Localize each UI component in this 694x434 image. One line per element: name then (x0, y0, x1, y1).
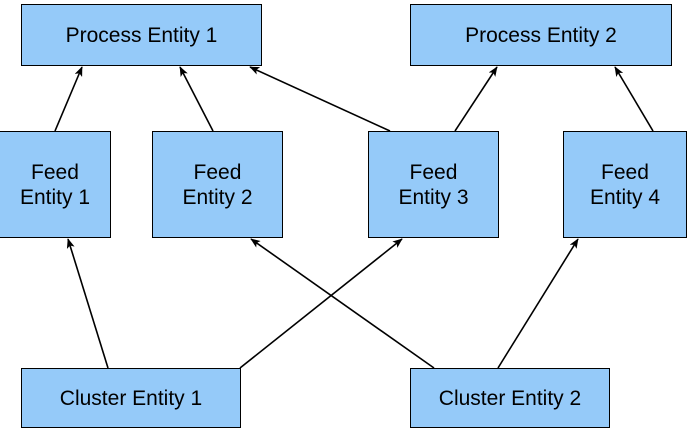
node-feed-entity-2[interactable]: Feed Entity 2 (152, 131, 283, 238)
node-label: Feed Entity 1 (19, 160, 91, 209)
edge-cluster2-feed4 (497, 238, 579, 369)
node-label: Cluster Entity 2 (438, 386, 582, 410)
node-label: Process Entity 1 (65, 23, 218, 47)
edge-feed3-process1 (249, 66, 391, 132)
node-process-entity-2[interactable]: Process Entity 2 (410, 4, 672, 66)
node-feed-entity-1[interactable]: Feed Entity 1 (0, 131, 111, 238)
node-label: Feed Entity 2 (182, 160, 253, 209)
node-label: Feed Entity 3 (398, 160, 469, 209)
node-cluster-entity-2[interactable]: Cluster Entity 2 (410, 368, 610, 428)
edge-cluster1-feed1 (66, 238, 109, 369)
edge-feed4-process2 (614, 66, 654, 132)
edge-cluster2-feed2 (250, 238, 435, 369)
node-process-entity-1[interactable]: Process Entity 1 (21, 4, 262, 66)
edge-feed2-process1 (179, 66, 214, 132)
node-label: Process Entity 2 (465, 23, 617, 47)
edge-feed3-process2 (454, 66, 498, 132)
node-label: Cluster Entity 1 (59, 386, 203, 410)
node-feed-entity-4[interactable]: Feed Entity 4 (563, 131, 687, 238)
edge-feed1-process1 (54, 66, 83, 132)
node-feed-entity-3[interactable]: Feed Entity 3 (368, 131, 499, 238)
node-cluster-entity-1[interactable]: Cluster Entity 1 (21, 368, 241, 428)
node-label: Feed Entity 4 (589, 160, 661, 209)
edge-cluster1-feed3 (239, 238, 403, 369)
